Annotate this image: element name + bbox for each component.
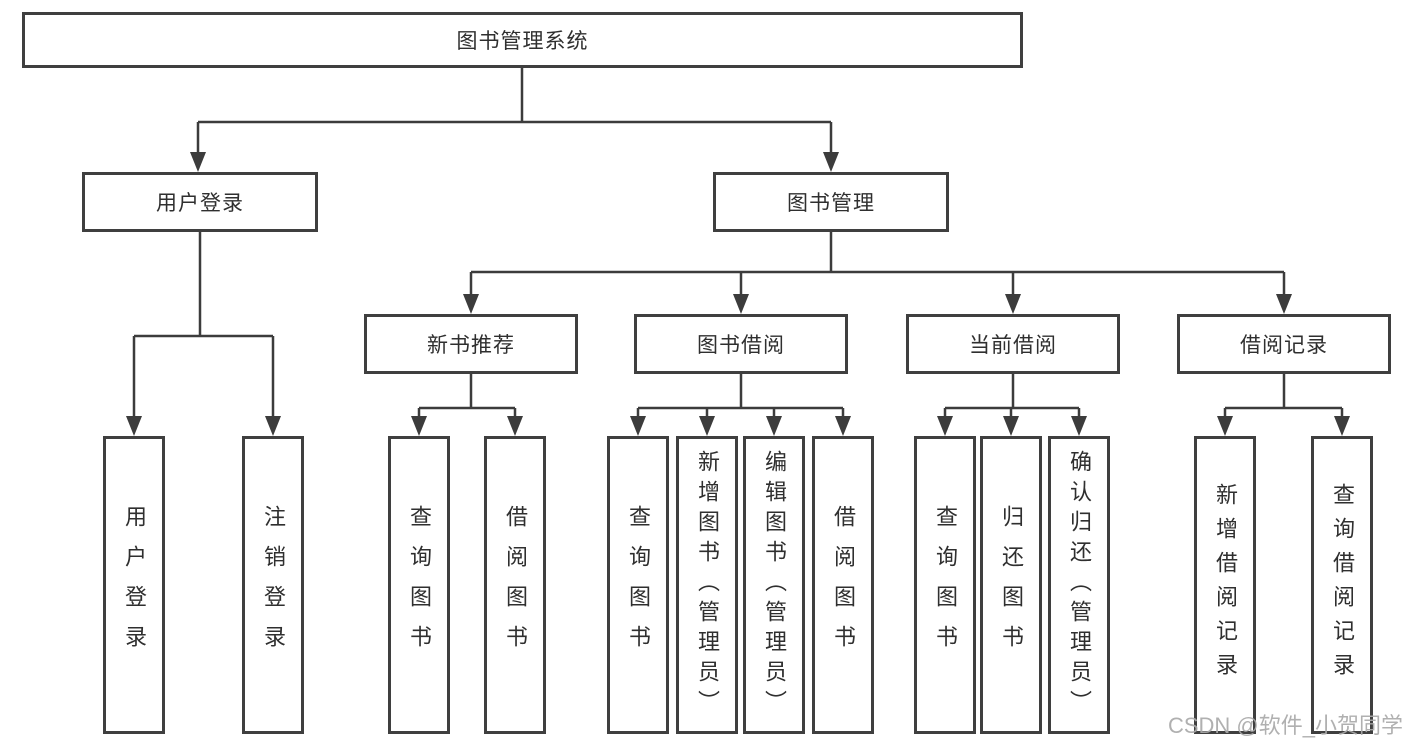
node-library-management-system: 图书管理系统: [22, 12, 1023, 68]
leaf-label: 归还图书: [999, 505, 1024, 665]
node-label: 图书管理系统: [456, 30, 589, 53]
leaf-edit-books-admin: 编辑图书（管理员）: [743, 436, 805, 734]
node-user-login: 用户登录: [82, 172, 318, 232]
csdn-watermark: CSDN @软件_小贺同学: [1167, 713, 1403, 738]
node-label: 图书管理: [787, 192, 875, 215]
node-new-book-recommendation: 新书推荐: [364, 314, 578, 374]
leaf-label: 查询图书: [407, 505, 432, 665]
leaf-add-borrow-record: 新增借阅记录: [1194, 436, 1256, 734]
node-label: 新书推荐: [427, 334, 515, 357]
leaf-label: 新增图书（管理员）: [695, 450, 720, 720]
node-book-management: 图书管理: [713, 172, 949, 232]
node-current-borrowing: 当前借阅: [906, 314, 1120, 374]
leaf-label: 用户登录: [122, 505, 147, 665]
leaf-query-books-recommendation: 查询图书: [388, 436, 450, 734]
leaf-label: 查询图书: [933, 505, 958, 665]
leaf-query-books-borrowing: 查询图书: [607, 436, 669, 734]
leaf-borrow-books-recommendation: 借阅图书: [484, 436, 546, 734]
leaf-label: 查询图书: [626, 505, 651, 665]
node-book-borrowing: 图书借阅: [634, 314, 848, 374]
leaf-add-books-admin: 新增图书（管理员）: [676, 436, 738, 734]
leaf-confirm-return-admin: 确认归还（管理员）: [1048, 436, 1110, 734]
leaf-label: 查询借阅记录: [1330, 483, 1355, 687]
node-borrowing-records: 借阅记录: [1177, 314, 1391, 374]
leaf-label: 注销登录: [261, 505, 286, 665]
node-label: 借阅记录: [1240, 334, 1328, 357]
node-label: 图书借阅: [697, 334, 785, 357]
leaf-label: 借阅图书: [503, 505, 528, 665]
leaf-logout: 注销登录: [242, 436, 304, 734]
leaf-label: 借阅图书: [831, 505, 856, 665]
leaf-label: 编辑图书（管理员）: [762, 450, 787, 720]
node-label: 当前借阅: [969, 334, 1057, 357]
leaf-label: 新增借阅记录: [1213, 483, 1238, 687]
leaf-query-books-current: 查询图书: [914, 436, 976, 734]
leaf-return-books: 归还图书: [980, 436, 1042, 734]
node-label: 用户登录: [156, 192, 244, 215]
leaf-label: 确认归还（管理员）: [1067, 450, 1092, 720]
leaf-user-login: 用户登录: [103, 436, 165, 734]
leaf-query-borrow-record: 查询借阅记录: [1311, 436, 1373, 734]
leaf-borrow-books-borrowing: 借阅图书: [812, 436, 874, 734]
